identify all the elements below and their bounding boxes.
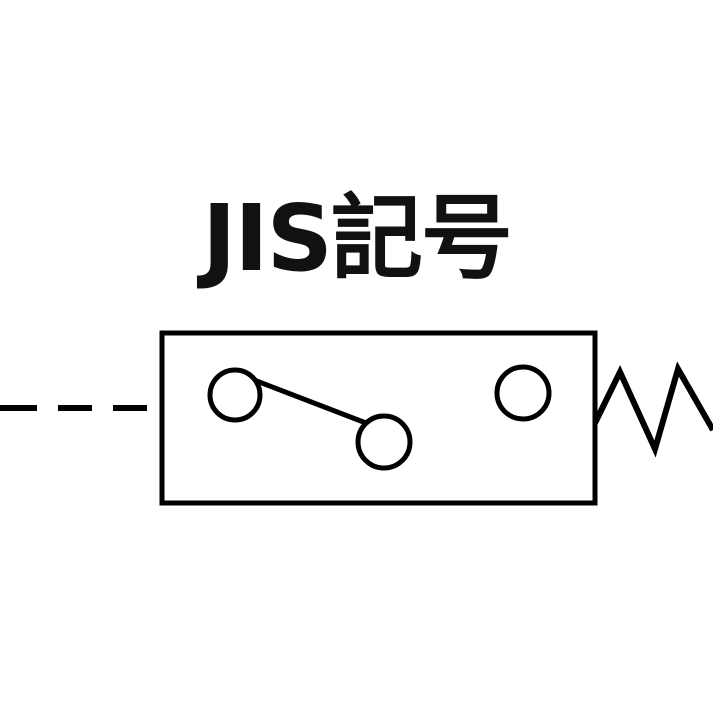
roller-circle-lower: [355, 413, 413, 471]
page-title: JIS記号: [202, 185, 513, 292]
roller-circle-left: [207, 367, 263, 423]
roller-circle-right: [494, 364, 552, 422]
lever-connecting-line: [251, 377, 369, 426]
return-spring-zigzag: [592, 361, 713, 458]
